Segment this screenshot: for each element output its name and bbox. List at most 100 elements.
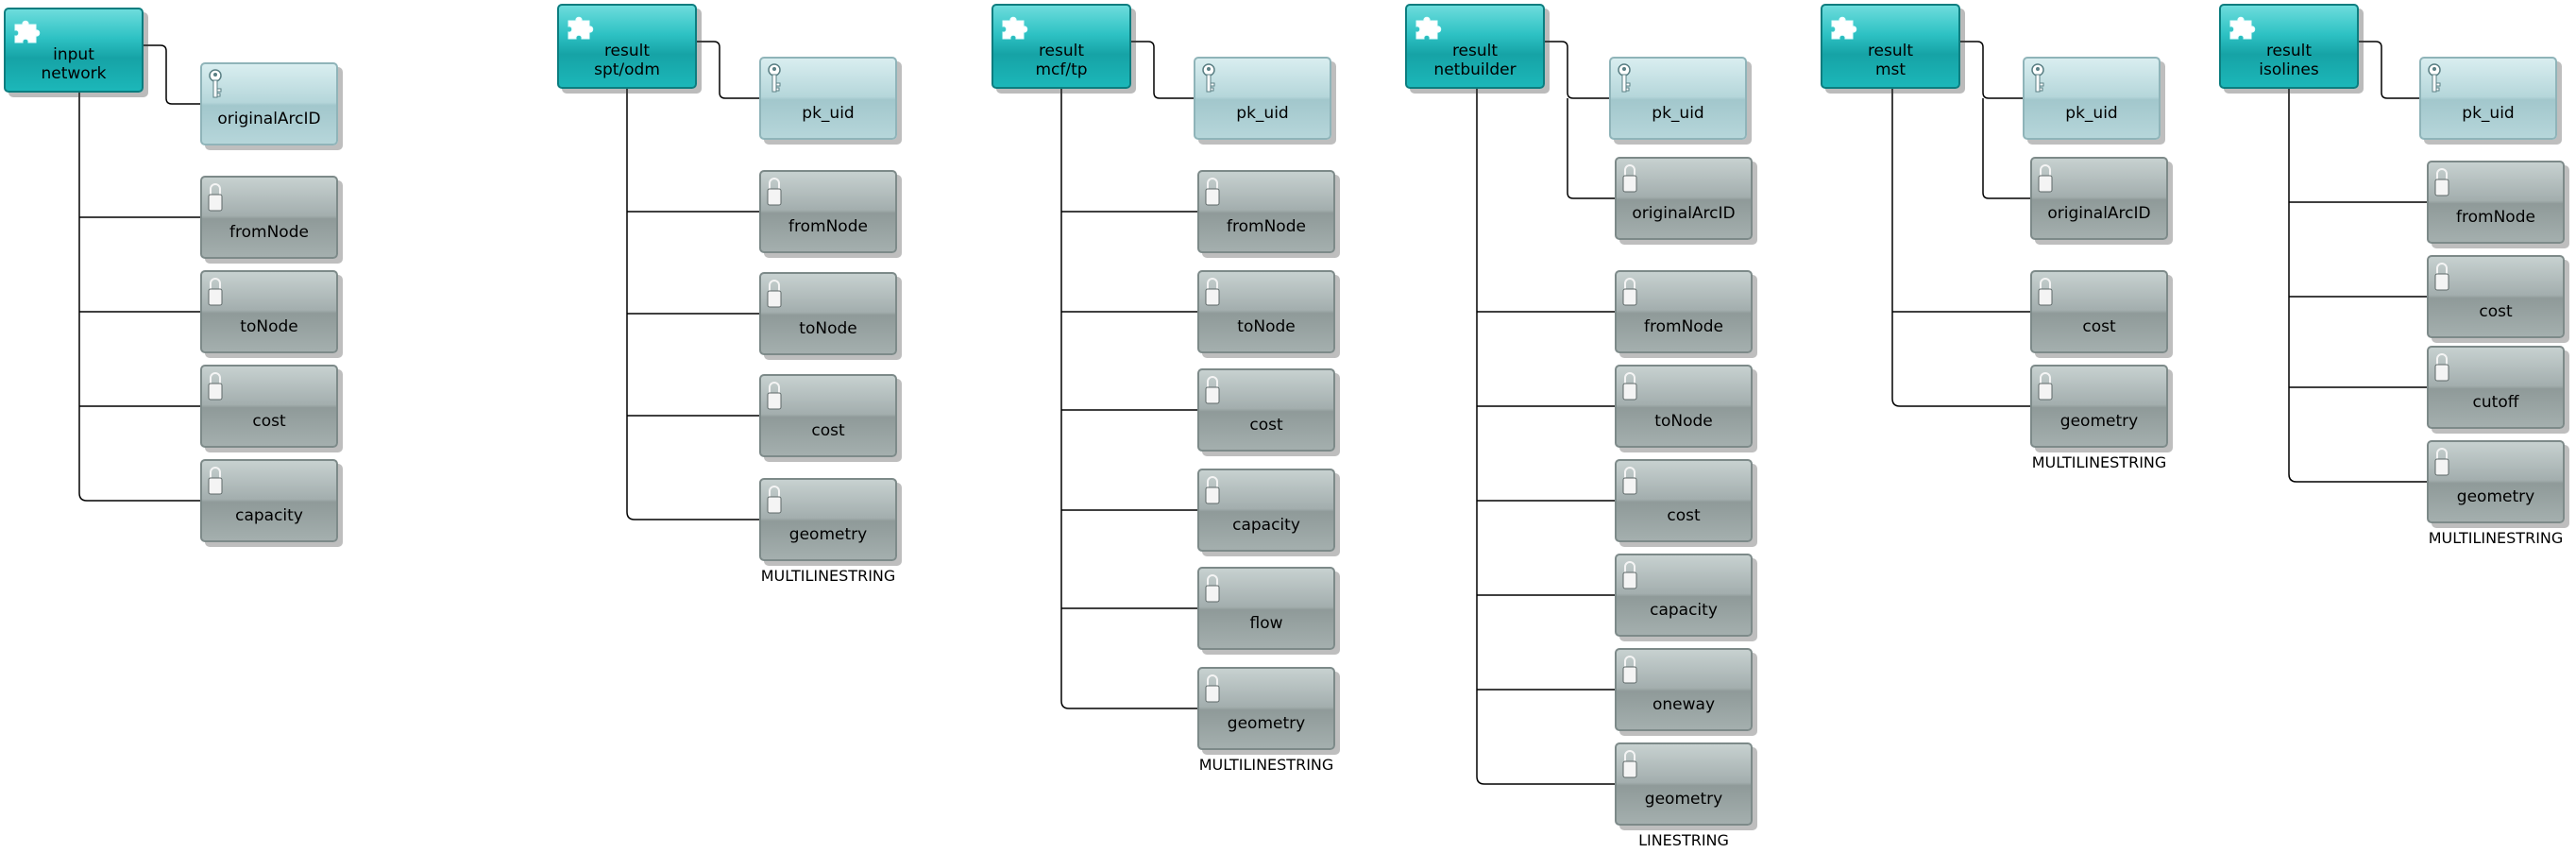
table-title-line: result [1038,42,1085,60]
field-box: oneway [1615,648,1753,731]
lock-icon [1622,278,1637,306]
field-box: cutoff [2427,346,2565,429]
field-label: pk_uid [1236,104,1289,123]
lock-icon [2434,168,2449,196]
field-label: cost [811,421,845,440]
key-connector-line [697,41,759,99]
lock-icon [1622,372,1637,401]
field-box: capacity [1197,469,1335,552]
table-title-line: result [2265,42,2313,60]
lock-icon [208,183,223,212]
trunk-line [626,89,636,520]
lock-icon [1205,178,1220,206]
field-box: toNode [200,270,338,353]
puzzle-icon [568,16,594,40]
field-label: originalArcID [217,110,321,128]
lock-icon [2434,448,2449,476]
field-box: fromNode [200,176,338,259]
lock-icon [1205,278,1220,306]
key-icon [2428,63,2441,93]
lock-icon [1622,561,1637,589]
puzzle-icon [14,20,41,43]
field-label: toNode [1654,412,1713,431]
key-connector-line [1131,41,1194,99]
puzzle-icon [1415,16,1442,40]
lock-icon [2038,372,2053,401]
field-label: originalArcID [2047,204,2151,223]
field-label: geometry [788,525,868,544]
field-label: pk_uid [1652,104,1704,123]
key-field-box: originalArcID [200,62,338,145]
trunk-line [1060,89,1070,709]
lock-icon [208,372,223,401]
table-title-line: network [41,64,107,83]
lock-icon [208,278,223,306]
field-label: fromNode [1644,317,1723,336]
field-box: cost [2030,270,2168,353]
field-label: toNode [240,317,298,336]
field-label: fromNode [1227,217,1306,236]
field-label: pk_uid [2462,104,2515,123]
field-label: geometry [2059,412,2139,431]
puzzle-icon [1002,16,1028,40]
field-box: geometry [1615,742,1753,826]
geometry-type-label: MULTILINESTRING [760,567,896,585]
field-label: geometry [1227,714,1306,733]
field-label: cost [1667,506,1701,525]
lock-icon [1622,656,1637,684]
field-label: cost [2082,317,2116,336]
field-label: oneway [1652,695,1716,714]
trunk-line [1891,89,1901,407]
key-connector-line [2359,41,2419,99]
trunk-line [78,93,88,502]
field-box: cost [1197,368,1335,452]
trunk-line [2288,89,2297,483]
lock-icon [767,382,782,410]
lock-icon [2038,164,2053,193]
field-label: cost [1249,416,1283,435]
field-label: toNode [1237,317,1296,336]
lock-icon [767,280,782,308]
field-label: geometry [2456,487,2535,506]
field-box: originalArcID [1615,157,1753,240]
geometry-type-label: MULTILINESTRING [2031,453,2167,471]
trunk-line [1476,89,1485,785]
lock-icon [1622,467,1637,495]
field-box: geometry [759,478,897,561]
field-box: toNode [1615,365,1753,448]
field-box: flow [1197,567,1335,650]
key-connector-line [144,44,200,105]
table-title-line: mcf/tp [1035,60,1088,79]
key-icon [2031,63,2044,93]
field-box: originalArcID [2030,157,2168,240]
field-box: capacity [200,459,338,542]
lock-icon [767,486,782,514]
key-field-box: pk_uid [1194,57,1331,140]
field-label: capacity [1232,516,1300,535]
table-title-line: result [1451,42,1499,60]
field-label: toNode [799,319,857,338]
field-label: pk_uid [2065,104,2118,123]
table-title-line: mst [1874,60,1907,79]
field-box: cost [1615,459,1753,542]
table-title-line: result [1867,42,1914,60]
lock-icon [767,178,782,206]
lock-icon [208,467,223,495]
field-box: fromNode [1615,270,1753,353]
table-title-line: result [603,42,651,60]
key-icon [768,63,781,93]
field-box: toNode [759,272,897,355]
lock-icon [1622,750,1637,778]
field-box: geometry [1197,667,1335,750]
field-box: cost [200,365,338,448]
field-label: fromNode [229,223,309,242]
key-icon [1618,63,1631,93]
